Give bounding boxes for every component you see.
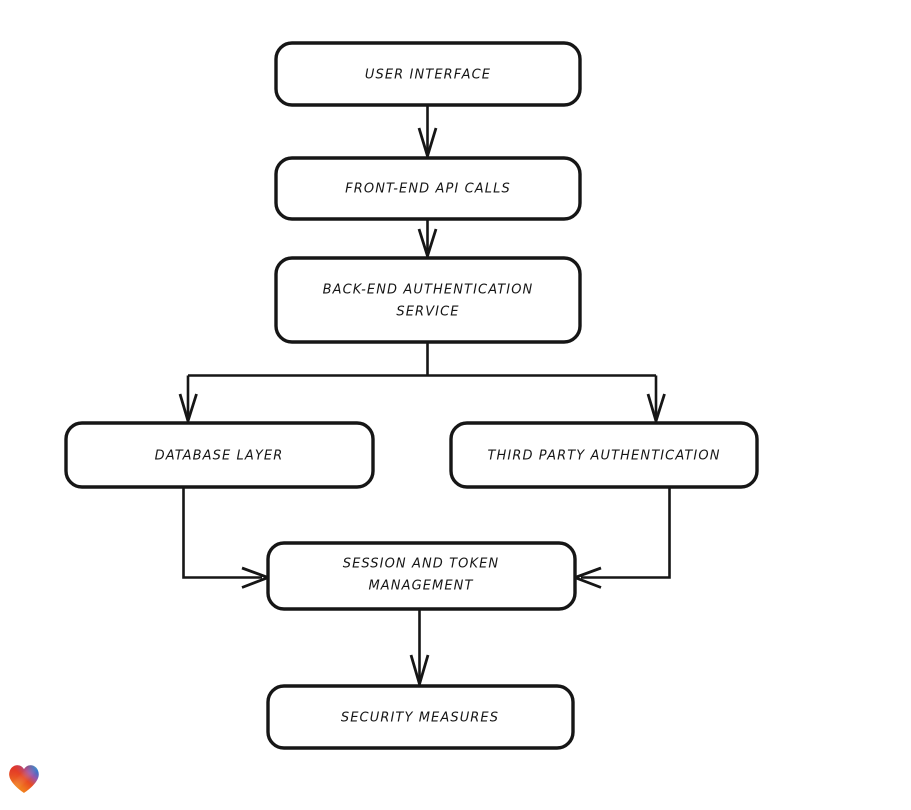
node-back-end-auth-service[interactable]: Back-End Authentication Service bbox=[274, 256, 582, 344]
node-back-end-auth-service-label-line1: Back-End Authentication bbox=[323, 283, 534, 298]
node-third-party-auth[interactable]: Third Party Authentication bbox=[449, 421, 759, 489]
node-third-party-auth-label: Third Party Authentication bbox=[487, 449, 720, 464]
node-user-interface-label: User Interface bbox=[365, 68, 491, 83]
node-front-end-api-calls[interactable]: Front-End API Calls bbox=[274, 156, 582, 221]
node-front-end-api-calls-label: Front-End API Calls bbox=[345, 182, 511, 197]
edge-third-party-auth-to-session-token-mgmt bbox=[571, 487, 671, 589]
edge-back-end-auth-service-fork bbox=[178, 342, 666, 426]
heart-icon bbox=[9, 765, 39, 793]
node-database-layer[interactable]: Database Layer bbox=[64, 421, 375, 489]
node-database-layer-label: Database Layer bbox=[155, 449, 284, 464]
node-front-end-api-calls-box[interactable] bbox=[274, 156, 582, 221]
node-third-party-auth-box[interactable] bbox=[449, 421, 759, 489]
nodes-layer: User Interface Front-End API Calls Back-… bbox=[64, 41, 759, 750]
node-back-end-auth-service-box[interactable] bbox=[274, 256, 582, 344]
node-database-layer-box[interactable] bbox=[64, 421, 375, 489]
node-session-token-mgmt-box[interactable] bbox=[266, 541, 577, 611]
node-user-interface-box[interactable] bbox=[274, 41, 582, 107]
node-session-token-mgmt-label-line2: Management bbox=[368, 579, 473, 594]
node-session-token-mgmt-label-line1: Session and Token bbox=[343, 557, 500, 572]
edge-database-layer-to-session-token-mgmt bbox=[182, 487, 272, 589]
node-back-end-auth-service-label-line2: Service bbox=[396, 305, 459, 320]
edge-user-interface-to-front-end-api-calls bbox=[417, 105, 438, 161]
node-session-token-mgmt[interactable]: Session and Token Management bbox=[266, 541, 577, 611]
heart-icon-overlay bbox=[9, 765, 39, 793]
edge-session-token-mgmt-to-security-measures bbox=[409, 609, 430, 689]
node-security-measures-box[interactable] bbox=[266, 684, 575, 750]
node-user-interface[interactable]: User Interface bbox=[274, 41, 582, 107]
edge-front-end-api-calls-to-back-end-auth-service bbox=[417, 219, 438, 261]
node-security-measures-label: Security Measures bbox=[341, 711, 499, 726]
node-security-measures[interactable]: Security Measures bbox=[266, 684, 575, 750]
